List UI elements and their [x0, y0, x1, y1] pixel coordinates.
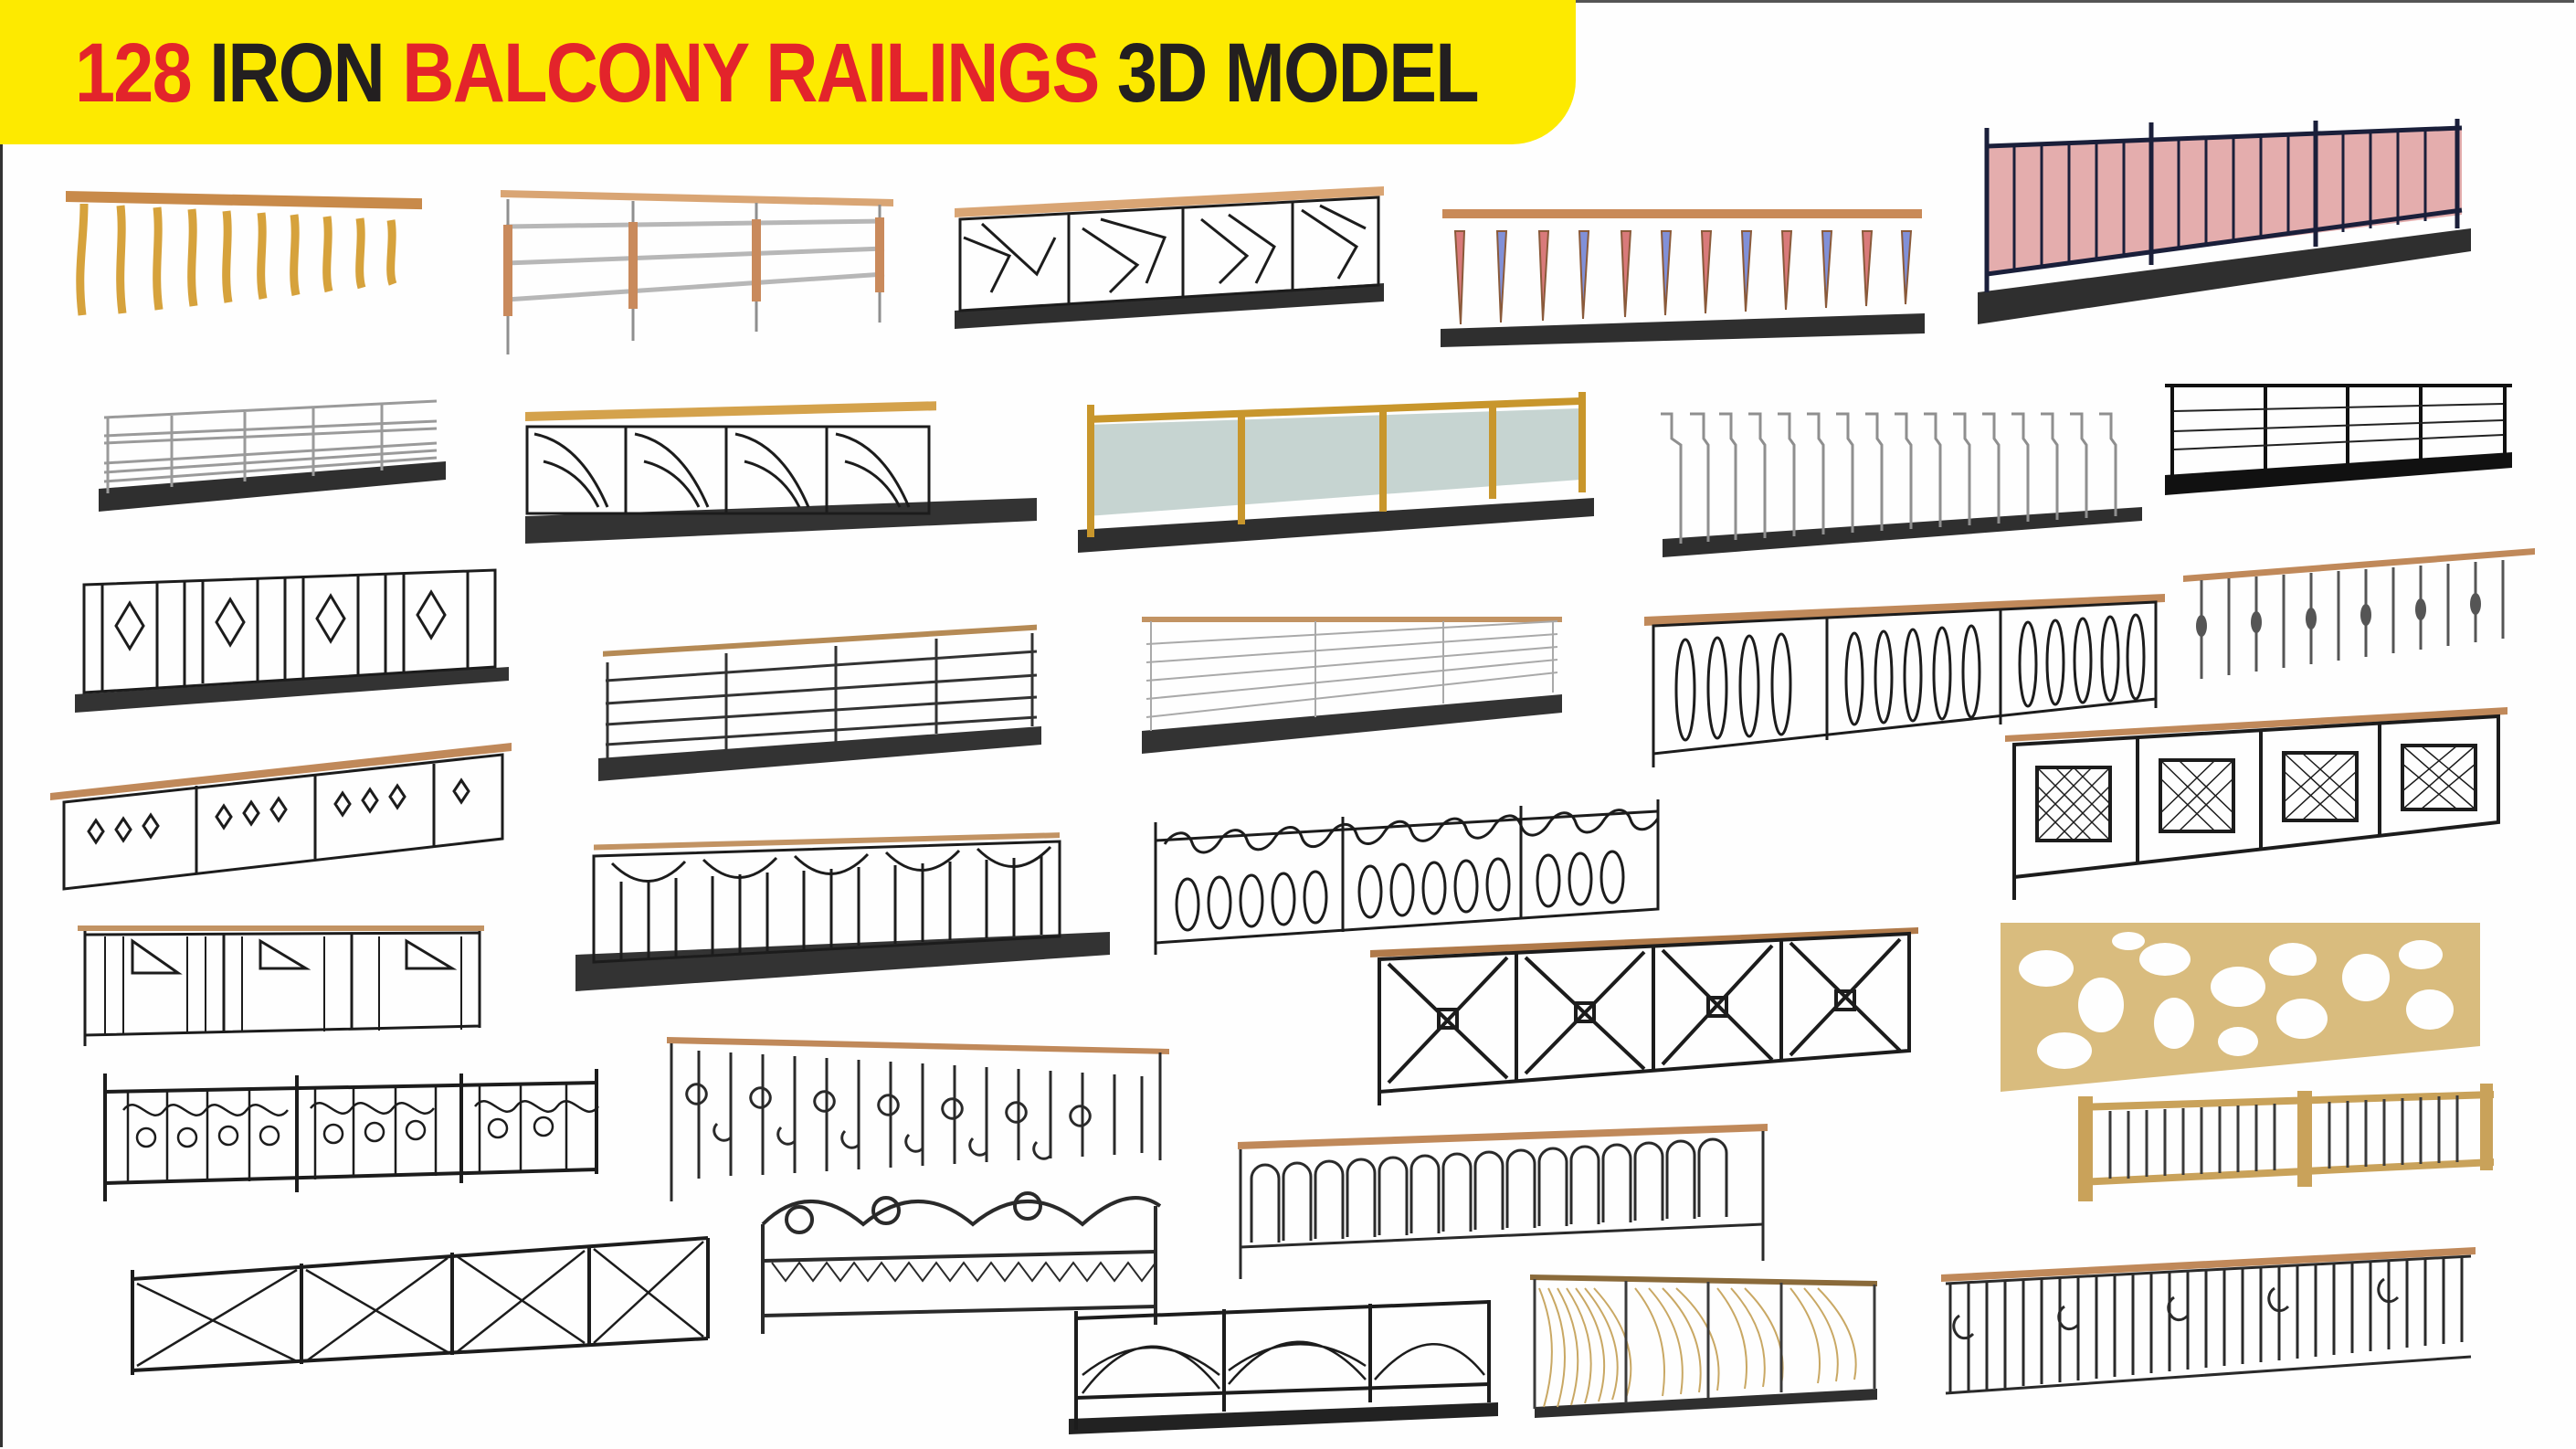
railing-wavy-gold [66, 187, 422, 320]
railing-steel-hook [1653, 407, 2147, 557]
railing-lattice-diamond [2005, 703, 2507, 904]
railing-twisted-spindles [2183, 544, 2535, 681]
railing-black-bars [2165, 384, 2512, 498]
railing-scroll-vertical [1937, 1243, 2480, 1402]
railing-organic-gold [1991, 923, 2485, 1092]
railing-circle-arch [754, 1188, 1169, 1334]
railing-scroll-oval [1146, 795, 1667, 955]
railing-arc-sweep [1069, 1293, 1498, 1434]
railing-navy-gothic [1978, 119, 2471, 324]
railing-fan-arch [575, 827, 1110, 991]
railing-zigzag-x [123, 1229, 713, 1375]
railing-scroll-finials [96, 1064, 603, 1201]
railing-steel-multibar [99, 397, 446, 530]
railing-pink-blue [1441, 206, 1925, 347]
page-title: 128 IRON BALCONY RAILINGS 3D MODEL [75, 26, 1480, 122]
railing-bowtie [78, 918, 489, 1051]
railing-ornament-panels [75, 566, 509, 713]
railing-arched-loops [1233, 1124, 1772, 1279]
railing-geometric [955, 183, 1384, 329]
railing-scroll-balusters [662, 1032, 1174, 1201]
railing-cable-wood [1142, 612, 1562, 754]
title-banner: 128 IRON BALCONY RAILINGS 3D MODEL [0, 0, 1576, 144]
railing-arc-fan [525, 401, 1037, 544]
railing-plain-bars [598, 624, 1041, 781]
railing-gold-spindles [2069, 1078, 2498, 1206]
title-product: BALCONY RAILINGS [402, 26, 1117, 120]
title-material: IRON [209, 26, 403, 120]
railing-wood-steel [501, 190, 893, 359]
railing-curved-wire [1526, 1270, 1882, 1421]
railing-diamond-balusters [50, 738, 512, 894]
railing-oval-loops [1644, 589, 2170, 772]
title-format: 3D MODEL [1116, 26, 1480, 120]
railing-gold-glass [1078, 388, 1594, 553]
title-count: 128 [75, 26, 210, 120]
railing-x-square [1370, 923, 1918, 1105]
